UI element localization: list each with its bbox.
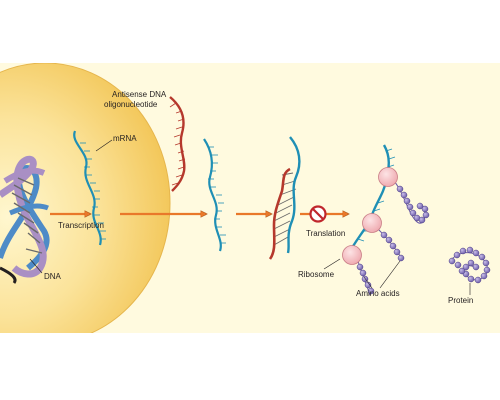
mrna-strand-1 (73, 130, 106, 246)
dna-label: DNA (44, 272, 61, 281)
diagram-art (0, 63, 491, 333)
protein-coil (448, 246, 491, 284)
mrna-antisense-hybrid (268, 136, 301, 260)
ribosome-label: Ribosome (298, 270, 335, 279)
ribosome-shape (342, 167, 398, 265)
diagram-panel: Antisense DNA oligonucleotide mRNA Trans… (0, 63, 500, 333)
transcription-label: Transcription (58, 221, 104, 230)
antisense-label: oligonucleotide (104, 100, 158, 109)
translating-mrna (342, 144, 430, 296)
mrna-label: mRNA (113, 134, 137, 143)
protein-label: Protein (448, 296, 474, 305)
translation-label: Translation (306, 229, 346, 238)
antisense-label-line-1: Antisense DNA (112, 90, 167, 99)
prohibited-icon (309, 205, 327, 223)
mrna-strand-2 (203, 138, 226, 252)
amino-acids-label: Amino acids (356, 289, 400, 298)
antisense-strand-free (169, 96, 186, 192)
label-leader-lines (29, 139, 471, 295)
